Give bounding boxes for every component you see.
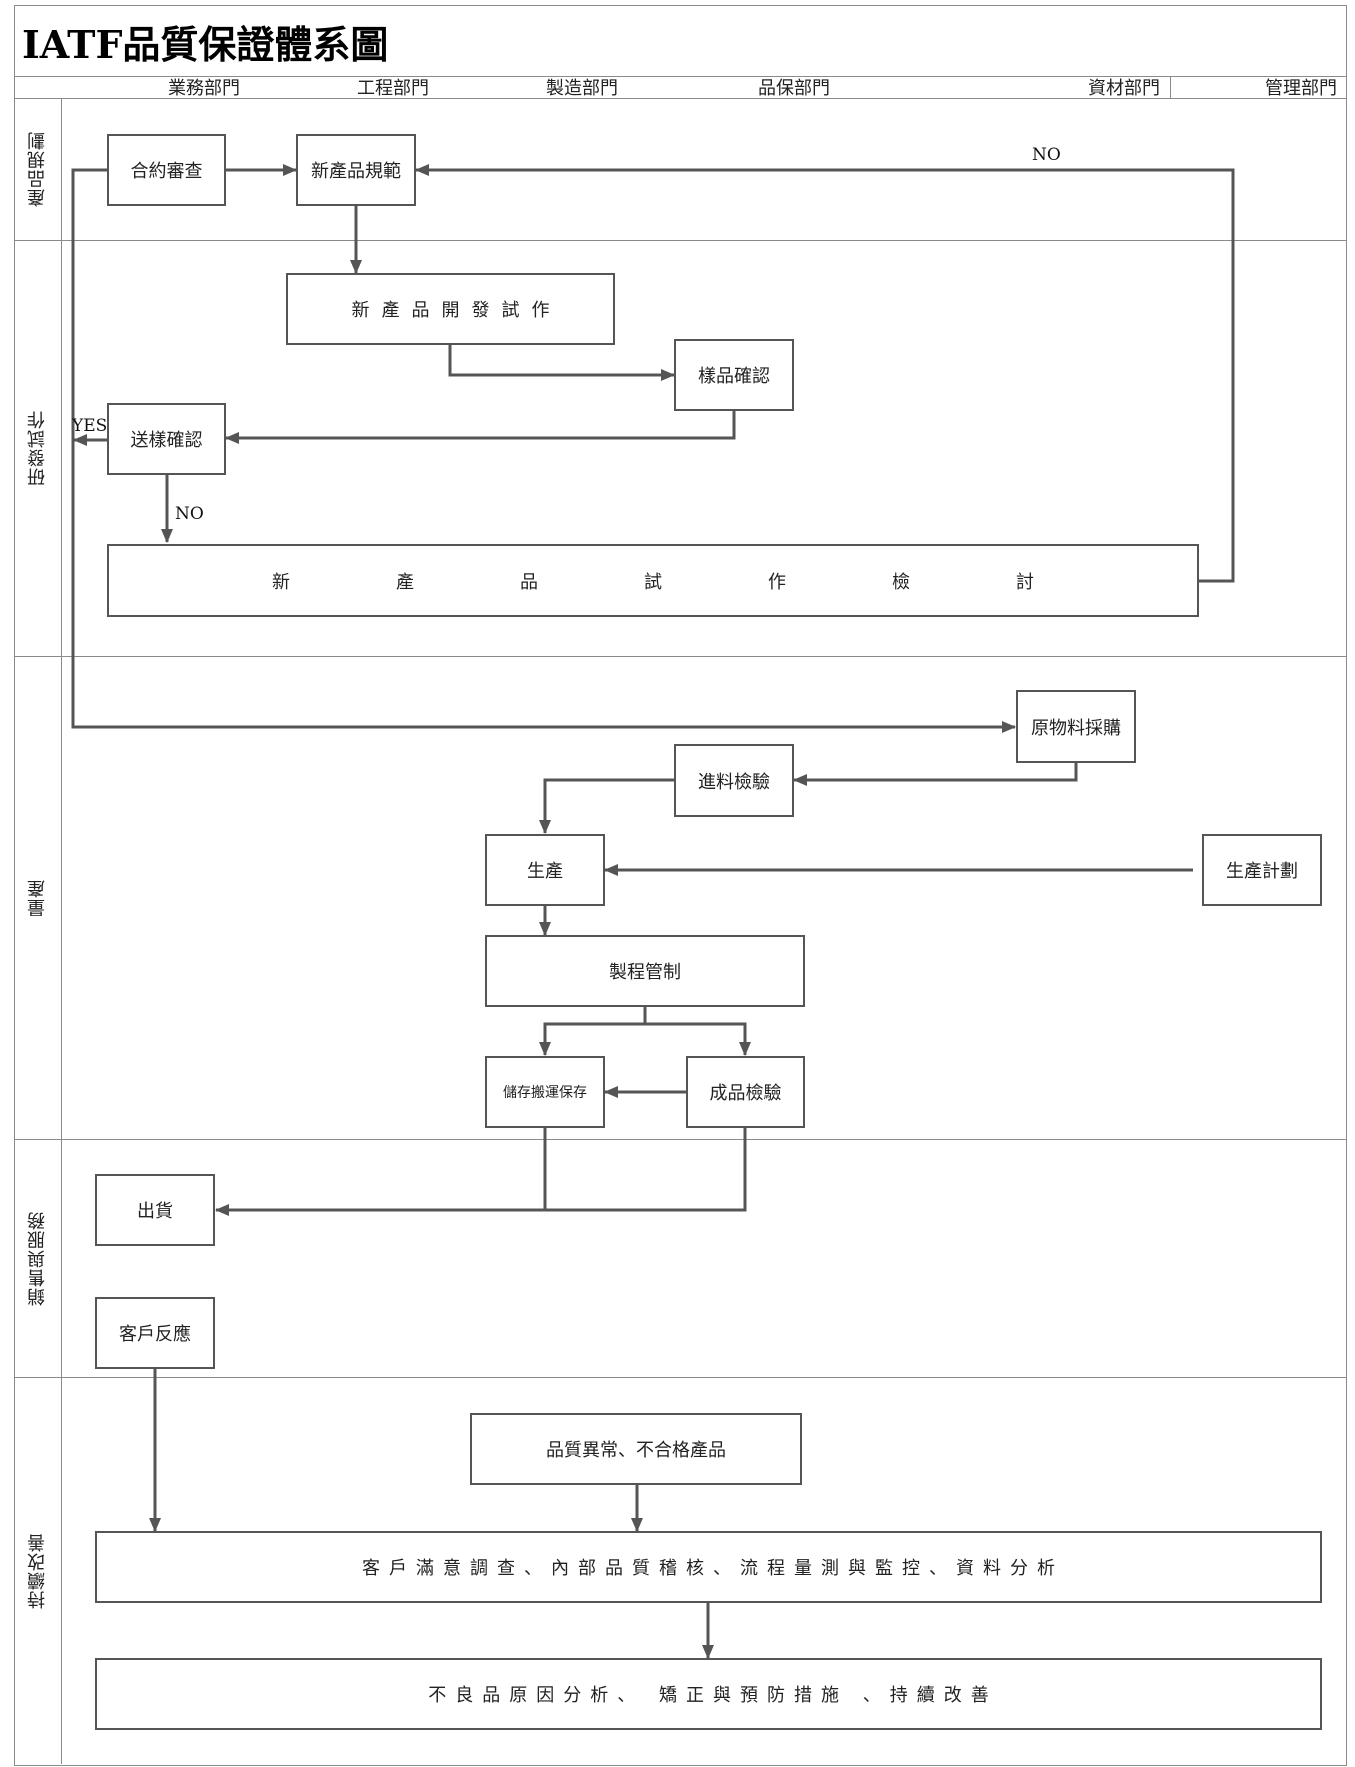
connector-storage-to-shipment xyxy=(215,1128,547,1216)
connector-finished-to-shipment xyxy=(545,1128,747,1212)
new-product-spec-box: 新產品規範 xyxy=(296,134,416,206)
dept-engineering: 工程部門 xyxy=(357,78,429,99)
no-label-top: NO xyxy=(1032,145,1061,165)
production-box: 生產 xyxy=(485,834,605,906)
no-label-mid: NO xyxy=(175,504,204,524)
finished-inspection-box: 成品檢驗 xyxy=(686,1056,805,1128)
page-title: IATF品質保證體系圖 xyxy=(22,22,389,67)
storage-handling-box: 儲存搬運保存 xyxy=(485,1056,605,1128)
customer-feedback-box: 客戶反應 xyxy=(95,1297,215,1369)
yes-label: YES xyxy=(72,416,108,436)
dept-manufacturing: 製造部門 xyxy=(546,78,618,99)
sample-confirm-box: 樣品確認 xyxy=(674,339,794,411)
contract-review-box: 合約審查 xyxy=(107,134,226,206)
lane-divider-3 xyxy=(14,1139,1346,1140)
shipment-box: 出貨 xyxy=(95,1174,215,1246)
trial-review-char: 討 xyxy=(1016,571,1034,593)
connector-incoming-to-production xyxy=(539,778,674,834)
lane-divider-2 xyxy=(14,656,1346,657)
lane-divider-1 xyxy=(14,240,1346,241)
raw-material-purchase-box: 原物料採購 xyxy=(1016,690,1136,763)
title-divider xyxy=(14,76,1346,77)
dept-sales: 業務部門 xyxy=(168,78,240,99)
trial-review-char: 檢 xyxy=(892,571,910,593)
dept-quality: 品保部門 xyxy=(758,78,830,99)
improvement-box: 不良品原因分析、 矯正與預防措施 、持續改善 xyxy=(95,1658,1322,1730)
lane-label-divider xyxy=(61,98,62,1764)
send-sample-confirm-box: 送樣確認 xyxy=(107,403,226,475)
lane-divider-4 xyxy=(14,1377,1346,1378)
connector-process-split xyxy=(543,1006,647,1055)
trial-review-char: 品 xyxy=(520,571,538,593)
trial-review-char: 新 xyxy=(272,571,290,593)
connector-dev-to-sample xyxy=(448,345,675,381)
quality-abnormal-box: 品質異常、不合格產品 xyxy=(470,1413,802,1485)
header-cell-divider xyxy=(1170,76,1171,98)
dept-materials: 資材部門 xyxy=(1088,78,1160,99)
trial-review-box: 新 產 品 試 作 檢 討 xyxy=(107,544,1199,617)
new-product-dev-box: 新產品開發試作 xyxy=(286,273,615,345)
process-control-box: 製程管制 xyxy=(485,935,805,1007)
trial-review-char: 作 xyxy=(768,571,786,593)
analysis-box: 客戶滿意調查、內部品質稽核、流程量測與監控、資料分析 xyxy=(95,1531,1322,1603)
connector-sample-to-send xyxy=(225,411,736,444)
connector-process-to-finished xyxy=(645,1022,751,1056)
trial-review-char: 產 xyxy=(396,571,414,593)
connector-purchase-to-incoming xyxy=(793,762,1078,786)
header-divider xyxy=(14,98,1346,99)
connector-trial-review-to-spec xyxy=(415,164,1235,583)
connector-contract-to-purchase xyxy=(71,168,1016,733)
incoming-inspection-box: 進料檢驗 xyxy=(674,744,794,817)
production-plan-box: 生產計劃 xyxy=(1202,834,1322,906)
page-frame xyxy=(14,5,1347,1766)
dept-management: 管理部門 xyxy=(1265,78,1337,99)
trial-review-char: 試 xyxy=(644,571,662,593)
